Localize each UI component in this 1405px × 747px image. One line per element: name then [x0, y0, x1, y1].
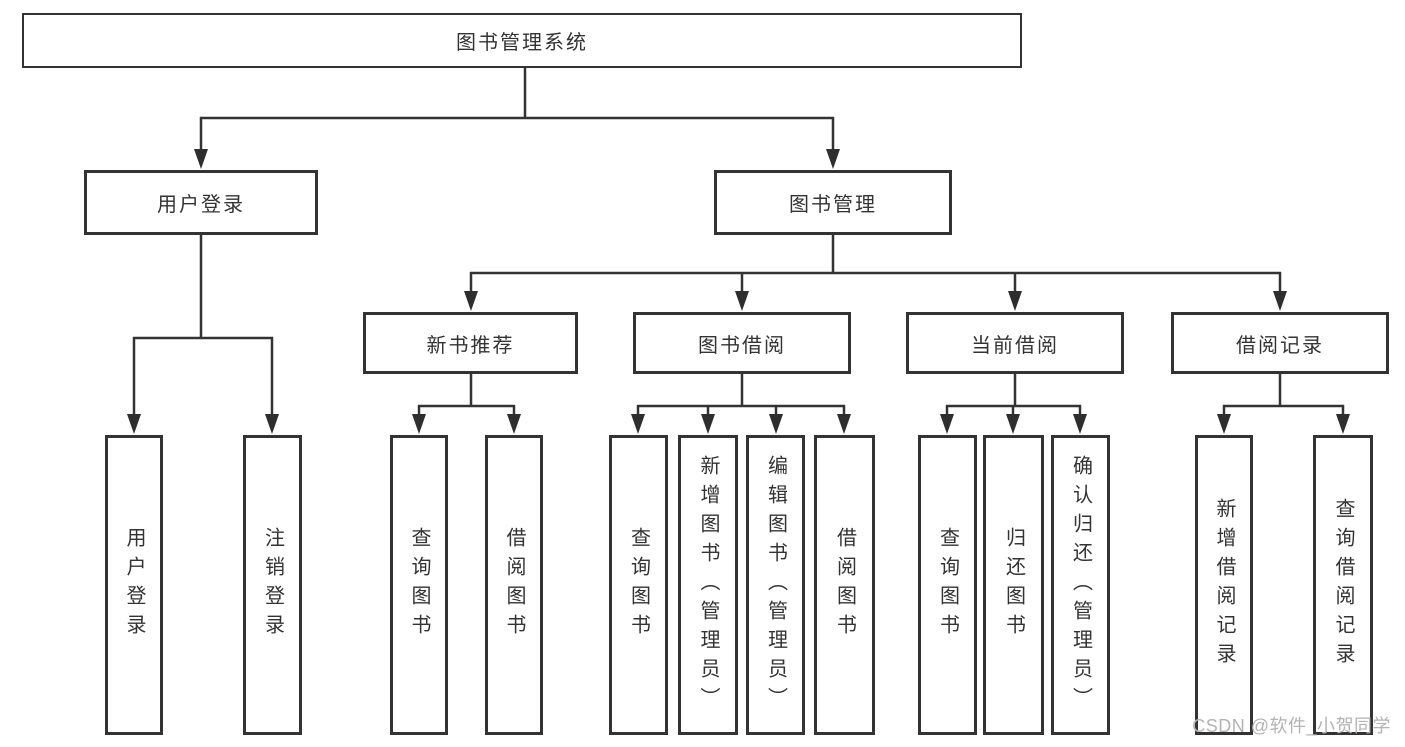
csdn-watermark: CSDN @软件_小贺同学 — [1192, 716, 1391, 736]
leaf-confirm-return-admin: 确认归还（管理员） — [1051, 435, 1110, 735]
leaf-add-books-admin: 新增图书（管理员） — [678, 435, 738, 735]
leaf-logout: 注销登录 — [243, 435, 302, 735]
leaf-add-borrow-record: 新增借阅记录 — [1195, 435, 1253, 735]
node-borrowing-records: 借阅记录 — [1171, 312, 1389, 374]
node-new-book-recommendation: 新书推荐 — [363, 312, 578, 374]
node-book-management-branch: 图书管理 — [714, 170, 952, 235]
leaf-borrow-books: 借阅图书 — [814, 435, 875, 735]
leaf-query-books-current: 查询图书 — [918, 435, 977, 735]
leaf-query-books-recommend: 查询图书 — [390, 435, 448, 735]
leaf-return-books: 归还图书 — [983, 435, 1044, 735]
leaf-borrow-books-recommend: 借阅图书 — [485, 435, 543, 735]
leaf-query-books-borrowing: 查询图书 — [609, 435, 668, 735]
leaf-edit-books-admin: 编辑图书（管理员） — [746, 435, 805, 735]
leaf-query-borrow-record: 查询借阅记录 — [1313, 435, 1373, 735]
leaf-user-login: 用户登录 — [105, 435, 163, 735]
node-user-login-branch: 用户登录 — [84, 170, 318, 235]
node-library-management-system: 图书管理系统 — [22, 13, 1022, 68]
node-book-borrowing: 图书借阅 — [633, 312, 851, 374]
node-current-borrowing: 当前借阅 — [906, 312, 1124, 374]
